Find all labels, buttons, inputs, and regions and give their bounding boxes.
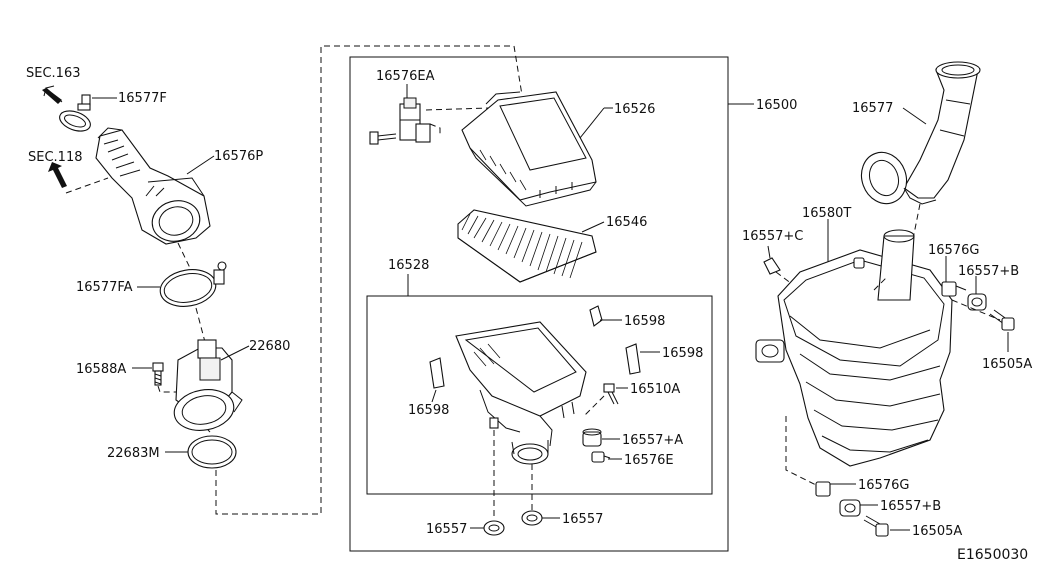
filter-element-16546 [457, 209, 597, 283]
pin-16576E [591, 451, 611, 463]
callout-16505A-upper: 16505A [982, 357, 1032, 372]
pin-16576G-upper [941, 281, 967, 297]
assembly-16500-frame [349, 56, 729, 552]
seal-ring-22683M [187, 435, 237, 469]
callout-16557C: 16557+C [742, 229, 803, 244]
pin-16576G-lower [815, 481, 831, 497]
callout-16577: 16577 [852, 101, 893, 116]
callout-16577FA: 16577FA [76, 280, 133, 295]
bolt-16510A [603, 383, 619, 405]
callout-16576G-lower: 16576G [858, 478, 909, 493]
sec163-label: SEC.163 [26, 66, 81, 81]
callout-16576P: 16576P [214, 149, 263, 164]
callout-16598-b: 16598 [662, 346, 703, 361]
grommet-16557B-upper [967, 293, 987, 311]
grommet-16557A [582, 428, 602, 447]
sec163-arrow-icon [42, 85, 63, 104]
grommet-16557-left [483, 520, 505, 536]
callout-16500: 16500 [756, 98, 797, 113]
clip-16598-a [589, 305, 603, 327]
callout-16557-right: 16557 [562, 512, 603, 527]
bolt-16588A [152, 362, 164, 386]
callout-16576EA: 16576EA [376, 69, 435, 84]
callout-16577F: 16577F [118, 91, 167, 106]
air-duct-16577 [860, 61, 981, 205]
callout-16598-c: 16598 [408, 403, 449, 418]
callout-16588A: 16588A [76, 362, 126, 377]
callout-16576G-upper: 16576G [928, 243, 979, 258]
grommet-16557C [763, 257, 781, 275]
grommet-16557B-lower [839, 499, 861, 517]
callout-16576E: 16576E [624, 453, 674, 468]
grommet-16557-right [521, 510, 543, 526]
callout-16505A-lower: 16505A [912, 524, 962, 539]
air-cleaner-cover-16526 [461, 91, 597, 207]
callout-22680: 22680 [249, 339, 290, 354]
callout-16557A: 16557+A [622, 433, 683, 448]
assembly-16528-frame [366, 295, 713, 495]
airflow-sensor-22680 [173, 339, 243, 431]
callout-16510A: 16510A [630, 382, 680, 397]
sec118-arrow-icon [48, 162, 67, 188]
callout-16557B-lower: 16557+B [880, 499, 941, 514]
air-cleaner-lower-case [455, 321, 587, 465]
callout-16557B-upper: 16557+B [958, 264, 1019, 279]
resonator-16580T [755, 229, 953, 467]
sec118-label: SEC.118 [28, 150, 83, 165]
bolt-16505A-upper [989, 309, 1015, 331]
clip-16598-c [429, 357, 445, 389]
callout-16546: 16546 [606, 215, 647, 230]
sensor-16576EA [399, 97, 431, 143]
clamp-16577F [59, 94, 91, 132]
dashed-route-line [215, 45, 523, 515]
callout-16557-left: 16557 [426, 522, 467, 537]
callout-16598-a: 16598 [624, 314, 665, 329]
bolt-16505A-lower [863, 515, 889, 537]
diagram-code: E1650030 [957, 547, 1028, 563]
callout-22683M: 22683M [107, 446, 160, 461]
clamp-16577FA [159, 261, 227, 307]
callout-16528: 16528 [388, 258, 429, 273]
callout-16526: 16526 [614, 102, 655, 117]
clip-16598-b [625, 343, 641, 375]
intake-duct-16576P [95, 127, 211, 245]
callout-16580T: 16580T [802, 206, 851, 221]
screw-16576EA [369, 131, 397, 145]
